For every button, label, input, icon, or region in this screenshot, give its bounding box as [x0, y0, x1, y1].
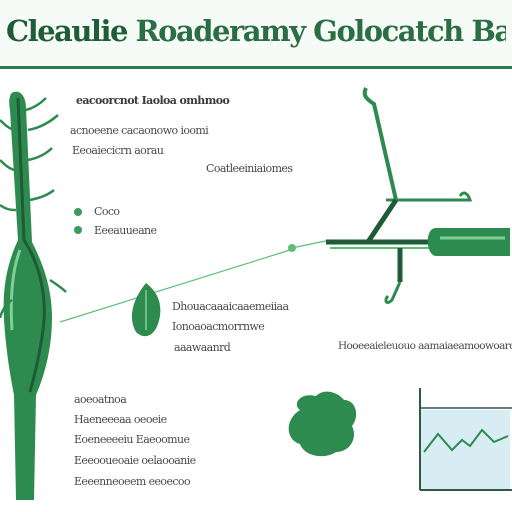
label-15: Eeeenneoeem eeoecoo [74, 475, 191, 488]
label-9: aaawaanrd [174, 341, 231, 354]
label-10: Hooeeaieleuouo aamaiaeamoowoaro [338, 340, 512, 352]
water-tank [419, 388, 512, 491]
label-8: Ionoaoacmorrnwe [172, 320, 265, 333]
label-11: aoeoatnoa [74, 393, 127, 406]
bullet-dot-1 [74, 208, 82, 216]
label-7: Dhouacaaaicaaemeiiaa [172, 300, 289, 313]
bullet-dot-2 [74, 226, 82, 234]
organic-blob [288, 391, 357, 457]
label-4: Coatleeiniaiomes [206, 162, 293, 175]
branch-structure [326, 87, 510, 304]
label-12: Haeneeeaa oeoeie [74, 413, 167, 426]
diagram-title: Cleaulie Roaderamy Golocatch Balo ralq [6, 14, 506, 48]
label-2: acnoeene cacaonowo ioomi [70, 124, 209, 137]
label-14: Eeeooueoaie oelaooanie [74, 454, 196, 467]
leaf-shape [131, 283, 161, 337]
label-1: eacoorcnot Iaoloa omhmoo [76, 94, 230, 107]
title-bar: Cleaulie Roaderamy Golocatch Balo ralq [0, 0, 512, 69]
specimen-left [0, 91, 67, 500]
connector-lines [59, 239, 331, 323]
label-3: Eeoaiecicrn aorau [72, 144, 164, 157]
label-13: Eoeneeeeiu Eaeoomue [74, 433, 190, 446]
label-5: Coco [94, 205, 120, 218]
label-6: Eeeauueane [94, 224, 157, 237]
